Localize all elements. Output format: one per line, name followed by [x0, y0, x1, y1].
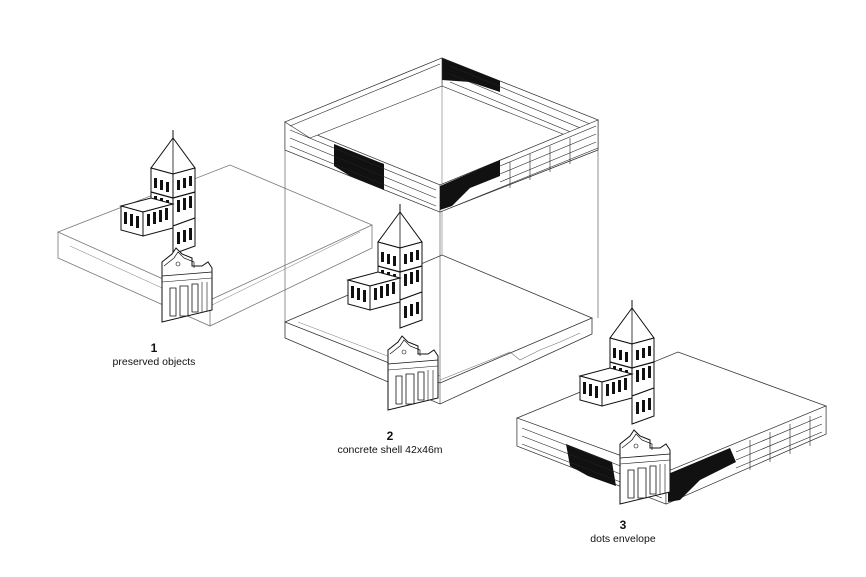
- step-2-number: 2: [386, 429, 394, 443]
- step-3-caption: dots envelope: [590, 533, 656, 545]
- step-1-drawing: [58, 165, 372, 326]
- step-1-tower-building: [120, 129, 196, 255]
- step-3-envelope-pattern: [517, 406, 826, 504]
- step-1-caption: preserved objects: [112, 356, 196, 368]
- step-3-number: 3: [619, 518, 627, 532]
- step-2-label: 2 concrete shell 42x46m: [305, 429, 475, 457]
- step-3-label: 3 dots envelope: [573, 518, 673, 546]
- step-3-gable-building: [619, 429, 671, 505]
- step-1-number: 1: [150, 341, 158, 355]
- step-2-dots-envelope-band: [285, 58, 598, 212]
- step-1-gable-building: [161, 247, 213, 323]
- step-2-caption: concrete shell 42x46m: [337, 444, 443, 456]
- step-1-label: 1 preserved objects: [104, 341, 204, 369]
- step-2-gable-building: [387, 335, 439, 411]
- step-2-tower-building: [347, 203, 423, 329]
